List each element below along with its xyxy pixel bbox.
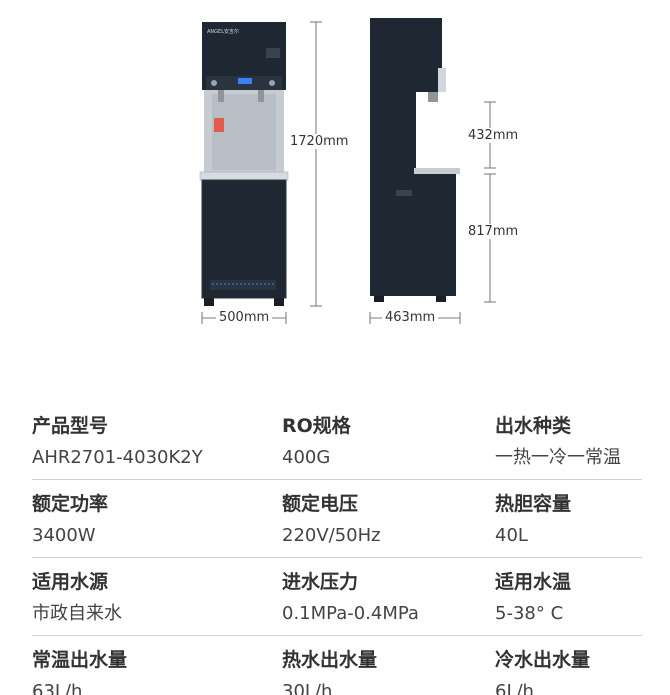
- dim-height-total: 1720mm: [288, 134, 351, 149]
- spec-cell: 出水种类 一热一冷一常温: [495, 414, 621, 470]
- dispenser-illustration: ANGEL安吉尔: [199, 18, 496, 324]
- spec-row: 产品型号 AHR2701-4030K2Y RO规格 400G 出水种类 一热一冷…: [32, 402, 642, 480]
- spec-label: 热胆容量: [495, 493, 572, 515]
- dim-side-depth: 463mm: [382, 310, 439, 325]
- spec-cell: 热水出水量 30L/h: [282, 648, 377, 695]
- spec-label: 常温出水量: [32, 649, 128, 671]
- spec-label: RO规格: [282, 415, 351, 437]
- product-figure: ANGEL安吉尔: [0, 0, 670, 340]
- spec-value: 5-38° C: [495, 603, 564, 624]
- spec-label: 进水压力: [282, 571, 359, 593]
- spec-row: 适用水源 市政自来水 进水压力 0.1MPa-0.4MPa 适用水温 5-38°…: [32, 558, 642, 636]
- spec-value: 6L/h: [495, 681, 534, 695]
- spec-label: 热水出水量: [282, 649, 378, 671]
- spec-value: 220V/50Hz: [282, 525, 381, 546]
- spec-cell: 额定电压 220V/50Hz: [282, 492, 381, 548]
- spec-label: 额定电压: [282, 493, 359, 515]
- spec-cell: 适用水温 5-38° C: [495, 570, 571, 626]
- side-view: [369, 18, 461, 324]
- spec-cell: 适用水源 市政自来水: [32, 570, 122, 626]
- spec-value: 40L: [495, 525, 528, 546]
- spec-cell: 热胆容量 40L: [495, 492, 571, 548]
- spec-label: 适用水源: [32, 571, 109, 593]
- front-view: ANGEL安吉尔: [199, 22, 289, 324]
- svg-text:ANGEL安吉尔: ANGEL安吉尔: [207, 28, 239, 35]
- spec-cell: 进水压力 0.1MPa-0.4MPa: [282, 570, 419, 626]
- spec-value: 63L/h: [32, 681, 83, 695]
- spec-value: 市政自来水: [32, 603, 122, 624]
- spec-label: 出水种类: [495, 415, 572, 437]
- spec-cell: 额定功率 3400W: [32, 492, 108, 548]
- spec-value: 400G: [282, 447, 331, 468]
- dim-lower-height: 817mm: [466, 224, 521, 239]
- dim-front-width: 500mm: [216, 310, 273, 325]
- spec-value: 0.1MPa-0.4MPa: [282, 603, 419, 624]
- spec-label: 适用水温: [495, 571, 572, 593]
- spec-cell: RO规格 400G: [282, 414, 351, 470]
- spec-label: 产品型号: [32, 415, 109, 437]
- spec-value: 30L/h: [282, 681, 333, 695]
- spec-label: 冷水出水量: [495, 649, 591, 671]
- dim-upper-height: 432mm: [466, 128, 521, 143]
- spec-table: 产品型号 AHR2701-4030K2Y RO规格 400G 出水种类 一热一冷…: [32, 402, 642, 695]
- spec-value: 3400W: [32, 525, 96, 546]
- spec-value: 一热一冷一常温: [495, 447, 621, 468]
- spec-row: 额定功率 3400W 额定电压 220V/50Hz 热胆容量 40L: [32, 480, 642, 558]
- spec-cell: 冷水出水量 6L/h: [495, 648, 590, 695]
- spec-label: 额定功率: [32, 493, 109, 515]
- spec-cell: 常温出水量 63L/h: [32, 648, 127, 695]
- spec-value: AHR2701-4030K2Y: [32, 447, 203, 468]
- spec-cell: 产品型号 AHR2701-4030K2Y: [32, 414, 203, 470]
- spec-row: 常温出水量 63L/h 热水出水量 30L/h 冷水出水量 6L/h: [32, 636, 642, 695]
